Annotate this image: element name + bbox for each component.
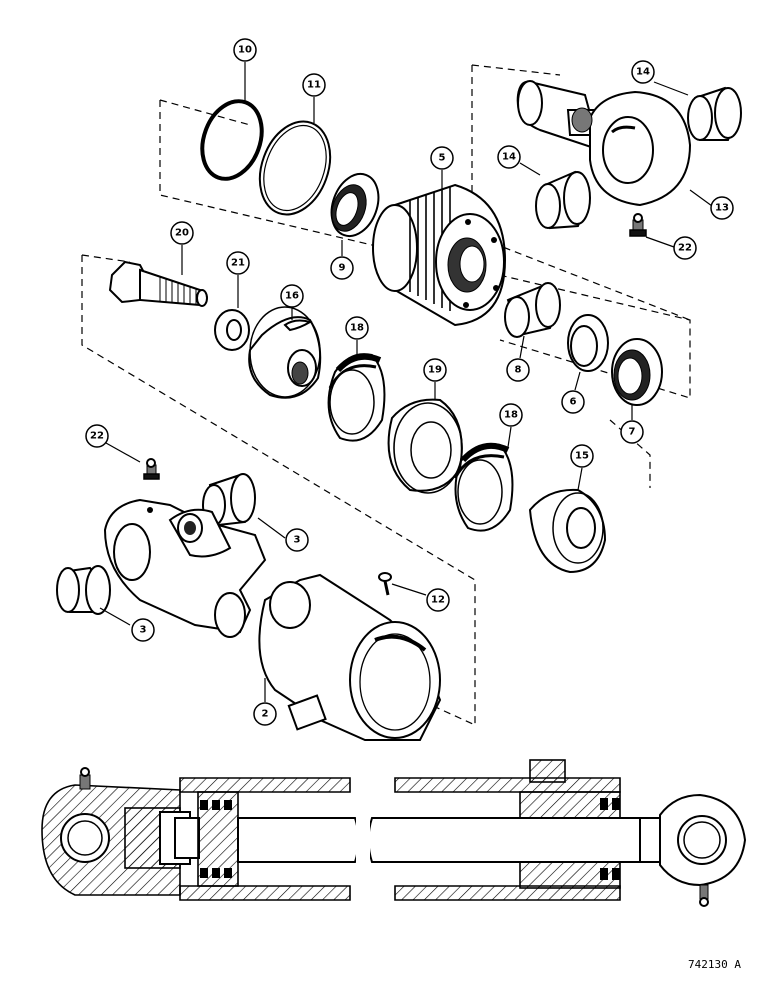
callout-16: 16 bbox=[280, 284, 304, 308]
callout-6: 6 bbox=[561, 390, 585, 414]
svg-text:3: 3 bbox=[140, 625, 147, 636]
assembled-cylinder-section bbox=[41, 759, 747, 910]
callout-7: 7 bbox=[620, 420, 644, 444]
callout-18-lower: 18 bbox=[499, 403, 523, 427]
svg-text:14: 14 bbox=[636, 67, 650, 78]
svg-text:7: 7 bbox=[629, 427, 636, 438]
washer-part-21 bbox=[214, 309, 250, 351]
callout-22-upper: 22 bbox=[673, 236, 697, 260]
grease-fitting-part-22-upper bbox=[629, 213, 647, 237]
cylinder-tube-part-2 bbox=[258, 573, 442, 741]
wiper-seal-part-9 bbox=[330, 173, 380, 237]
callout-9: 9 bbox=[330, 256, 354, 280]
callout-14-lower: 14 bbox=[497, 145, 521, 169]
callout-14-upper: 14 bbox=[631, 60, 655, 84]
svg-text:10: 10 bbox=[238, 45, 252, 56]
o-ring-part-10 bbox=[200, 99, 264, 181]
callout-21: 21 bbox=[226, 251, 250, 275]
rod-eye-part-13 bbox=[516, 80, 692, 207]
cylinder-butt-part-2 bbox=[103, 498, 267, 638]
callout-19: 19 bbox=[423, 358, 447, 382]
bushing-part-14-upper bbox=[687, 86, 742, 141]
callout-15: 15 bbox=[570, 444, 594, 468]
callout-5: 5 bbox=[430, 146, 454, 170]
piston-cap-part-15 bbox=[528, 488, 607, 574]
figure-code: 742130 A bbox=[688, 958, 741, 971]
callout-8: 8 bbox=[506, 358, 530, 382]
bolt-part-20 bbox=[108, 260, 208, 307]
grease-fitting-part-22-lower bbox=[143, 458, 160, 480]
svg-text:22: 22 bbox=[678, 243, 692, 254]
ring-part-6 bbox=[567, 314, 609, 372]
svg-text:2: 2 bbox=[262, 709, 269, 720]
bushing-part-14-lower bbox=[535, 170, 591, 230]
piston-seal-part-18-upper bbox=[327, 353, 386, 442]
svg-text:3: 3 bbox=[294, 535, 301, 546]
svg-text:18: 18 bbox=[504, 410, 518, 421]
svg-text:8: 8 bbox=[515, 365, 522, 376]
svg-text:12: 12 bbox=[431, 595, 445, 606]
callout-20: 20 bbox=[170, 221, 194, 245]
screw-part-12 bbox=[378, 572, 392, 596]
leader-lines bbox=[99, 62, 713, 702]
svg-text:19: 19 bbox=[428, 365, 442, 376]
backup-ring-part-11 bbox=[258, 120, 332, 216]
callout-22-lower: 22 bbox=[85, 424, 109, 448]
callout-10: 10 bbox=[233, 38, 257, 62]
svg-text:21: 21 bbox=[231, 258, 245, 269]
seal-part-7 bbox=[611, 338, 663, 406]
svg-text:20: 20 bbox=[175, 228, 189, 239]
bushing-part-3-lower bbox=[56, 565, 111, 615]
svg-text:5: 5 bbox=[439, 153, 446, 164]
svg-text:16: 16 bbox=[285, 291, 299, 302]
callout-13: 13 bbox=[710, 196, 734, 220]
svg-text:13: 13 bbox=[715, 203, 729, 214]
svg-text:18: 18 bbox=[350, 323, 364, 334]
piston-part-16 bbox=[248, 306, 322, 399]
piston-seal-part-18-lower bbox=[453, 442, 514, 532]
bushing-part-8 bbox=[504, 282, 561, 338]
callout-3-upper: 3 bbox=[285, 528, 309, 552]
callout-2: 2 bbox=[253, 702, 277, 726]
svg-text:15: 15 bbox=[575, 451, 589, 462]
callout-12: 12 bbox=[426, 588, 450, 612]
gland-part-5 bbox=[372, 183, 507, 327]
svg-text:9: 9 bbox=[339, 263, 346, 274]
svg-text:6: 6 bbox=[570, 397, 577, 408]
callout-3-lower: 3 bbox=[131, 618, 155, 642]
svg-text:14: 14 bbox=[502, 152, 516, 163]
callout-11: 11 bbox=[302, 73, 326, 97]
wear-ring-part-19 bbox=[387, 398, 463, 494]
callout-18-upper: 18 bbox=[345, 316, 369, 340]
svg-text:22: 22 bbox=[90, 431, 104, 442]
svg-text:11: 11 bbox=[307, 80, 321, 91]
